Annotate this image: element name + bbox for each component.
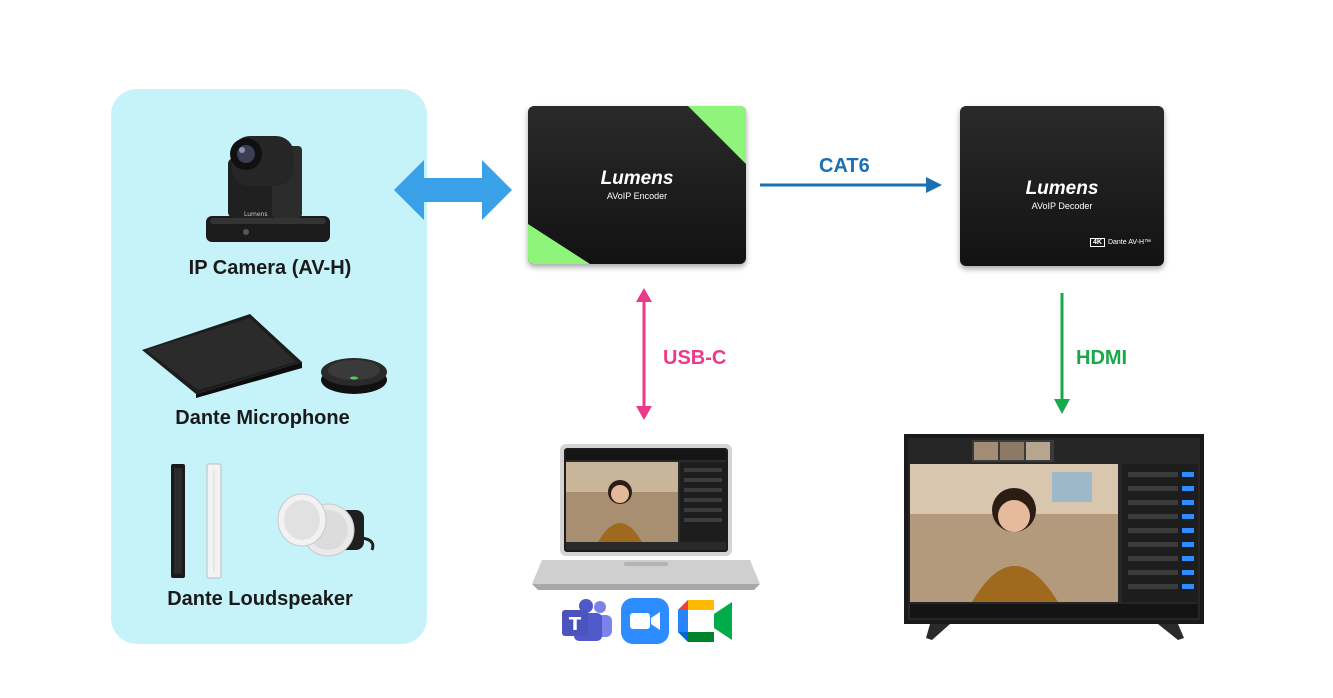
usbc-label: USB-C	[663, 347, 727, 369]
usbc-arrow	[636, 288, 652, 420]
tabletop-microphone-icon	[321, 358, 387, 394]
dante-loudspeaker-label: Dante Loudspeaker	[167, 588, 353, 610]
ip-camera-label: IP Camera (AV-H)	[188, 257, 352, 279]
bidirectional-arrow	[394, 160, 512, 220]
encoder-green-corners	[528, 106, 746, 264]
hdmi-label: HDMI	[1076, 347, 1128, 369]
decoder-brand: Lumens	[1025, 178, 1099, 199]
column-speaker-black-icon	[171, 464, 185, 578]
dante-avh-badge: Dante AV-H™	[1107, 239, 1152, 246]
svg-text:T: T	[569, 614, 582, 635]
4k-badge-icon: 4K	[1090, 238, 1105, 247]
dante-microphone-label: Dante Microphone	[175, 407, 350, 429]
cat6-arrow	[760, 177, 942, 193]
hdmi-arrow	[1054, 293, 1070, 414]
teams-icon: T	[562, 599, 612, 641]
column-speaker-white-icon	[206, 463, 222, 579]
ceiling-speaker-icon	[277, 493, 375, 557]
tv-display-icon	[904, 434, 1204, 640]
avoip-encoder-device: Lumens AVoIP Encoder	[528, 106, 746, 264]
ip-camera-icon: Lumens	[206, 136, 330, 242]
encoder-model: AVoIP Encoder	[606, 191, 668, 201]
google-meet-icon	[678, 600, 732, 642]
decoder-model: AVoIP Decoder	[1031, 201, 1093, 211]
encoder-brand: Lumens	[600, 168, 674, 189]
zoom-icon	[621, 598, 669, 644]
laptop-icon	[532, 444, 760, 590]
cat6-label: CAT6	[819, 155, 870, 177]
ceiling-microphone-icon	[142, 314, 302, 398]
svg-text:Lumens: Lumens	[244, 211, 268, 218]
